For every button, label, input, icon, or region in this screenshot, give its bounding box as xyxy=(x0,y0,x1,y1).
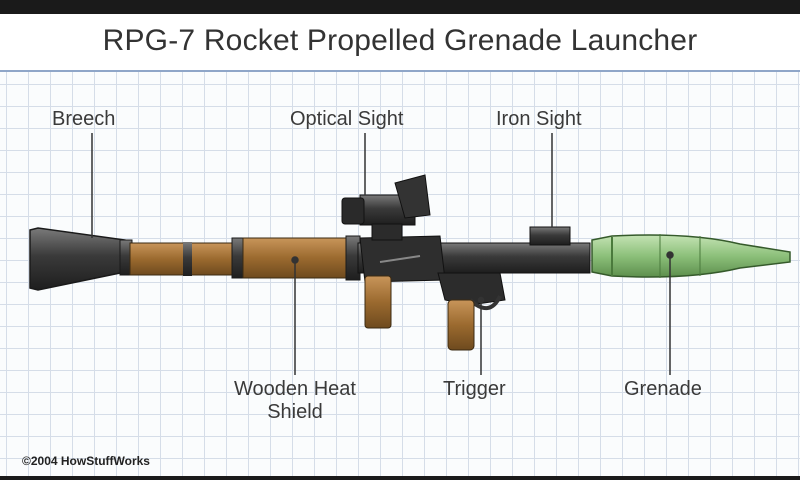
wood-band-2 xyxy=(231,237,245,279)
wood-band-1 xyxy=(183,242,192,276)
label-wooden-heat-shield-line1: Wooden Heat xyxy=(234,378,356,400)
label-iron-sight: Iron Sight xyxy=(496,108,582,130)
label-breech: Breech xyxy=(52,108,116,130)
front-grip xyxy=(364,275,392,329)
pistol-grip xyxy=(447,299,475,351)
copyright-text: ©2004 HowStuffWorks xyxy=(22,454,150,468)
iron-sight xyxy=(529,226,571,246)
diagram-title: RPG-7 Rocket Propelled Grenade Launcher xyxy=(102,24,698,57)
breech-flare xyxy=(29,227,126,291)
label-grenade: Grenade xyxy=(624,378,702,400)
optical-sight-lens xyxy=(341,197,365,225)
label-trigger: Trigger xyxy=(443,378,506,400)
label-optical-sight: Optical Sight xyxy=(290,108,404,130)
trigger-housing xyxy=(437,272,506,306)
label-wooden-heat-shield-line2: Shield xyxy=(267,401,323,423)
title-bar xyxy=(0,14,800,72)
label-wooden-heat-shield: Wooden Heat Shield xyxy=(218,378,372,424)
grenade-warhead xyxy=(591,234,791,278)
